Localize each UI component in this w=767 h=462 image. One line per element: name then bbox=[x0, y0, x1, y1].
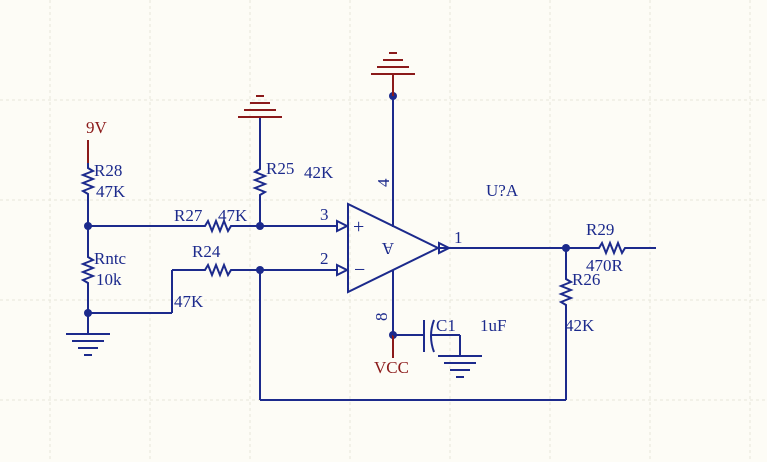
opamp-ref: U?A bbox=[486, 181, 519, 200]
c1-ref: C1 bbox=[436, 316, 456, 335]
pin3-number: 3 bbox=[320, 205, 329, 224]
pin1-arrow bbox=[438, 241, 452, 255]
r29-ref: R29 bbox=[586, 220, 614, 239]
r28-ref: R28 bbox=[94, 161, 122, 180]
c1-plate-right bbox=[430, 319, 435, 353]
rntc-ref: Rntc bbox=[94, 249, 127, 268]
r27-ref: R27 bbox=[174, 206, 203, 225]
rntc-value: 10k bbox=[96, 270, 122, 289]
r28-resistor bbox=[80, 163, 96, 198]
ground-symbol-left bbox=[66, 333, 110, 356]
pin2-arrow bbox=[336, 263, 350, 277]
pin4-number: 4 bbox=[374, 178, 393, 187]
r26-resistor bbox=[558, 274, 574, 310]
pin3-arrow bbox=[336, 219, 350, 233]
c1-value: 1uF bbox=[480, 316, 506, 335]
rntc-resistor bbox=[80, 252, 96, 288]
r25-ref: R25 bbox=[266, 159, 294, 178]
supply-9v-label: 9V bbox=[86, 118, 108, 137]
r29-value: 470R bbox=[586, 256, 624, 275]
ground-symbol-top bbox=[371, 52, 415, 75]
r25-value: 42K bbox=[304, 163, 334, 182]
r26-value: 42K bbox=[565, 316, 595, 335]
r28-value: 47K bbox=[96, 182, 126, 201]
ground-symbol-r25 bbox=[238, 95, 282, 118]
pin8-number: 8 bbox=[372, 313, 391, 322]
r25-resistor bbox=[252, 164, 268, 200]
opamp-plus: + bbox=[353, 216, 364, 238]
r26-ref: R26 bbox=[572, 270, 600, 289]
r24-ref: R24 bbox=[192, 242, 221, 261]
r27-resistor bbox=[200, 218, 236, 234]
ground-symbol-c1 bbox=[438, 355, 482, 378]
r27-value: 47K bbox=[218, 206, 248, 225]
opamp-minus: − bbox=[354, 259, 365, 281]
r24-resistor bbox=[200, 262, 236, 278]
r29-resistor bbox=[594, 240, 630, 256]
r24-value: 47K bbox=[174, 292, 204, 311]
vcc-label: VCC bbox=[374, 358, 409, 377]
pin1-number: 1 bbox=[454, 228, 463, 247]
pin2-number: 2 bbox=[320, 249, 329, 268]
opamp-unit: A bbox=[381, 239, 394, 258]
